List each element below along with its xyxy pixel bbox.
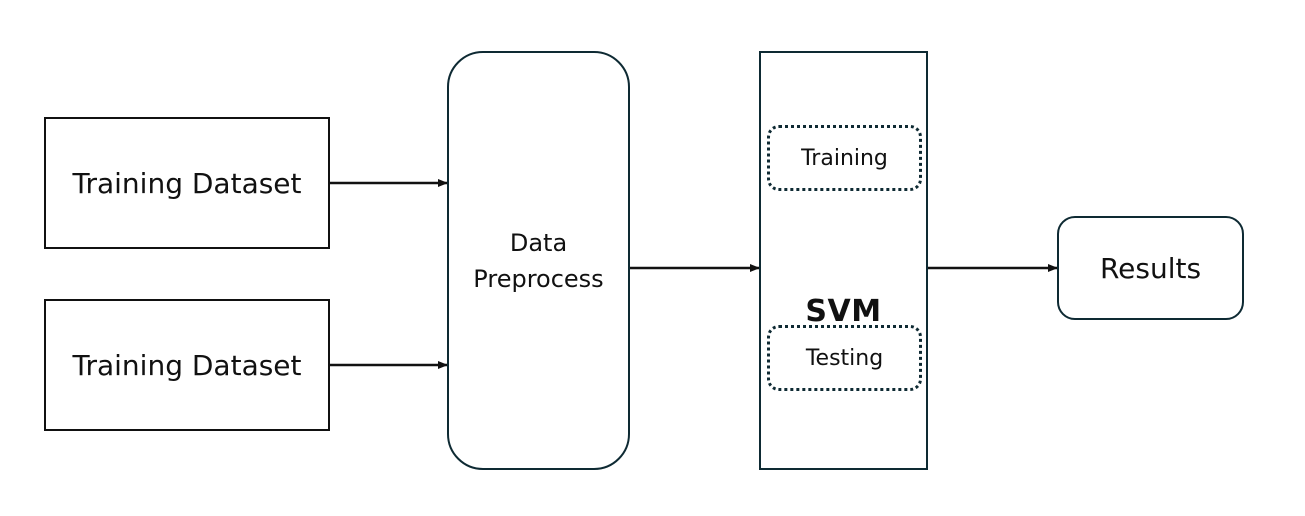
results-label: Results bbox=[1099, 251, 1202, 285]
training-dataset-box-2: Training Dataset bbox=[44, 299, 330, 431]
training-dataset-box-1: Training Dataset bbox=[44, 117, 330, 249]
svm-testing-label: Testing bbox=[805, 345, 884, 371]
results-box: Results bbox=[1057, 216, 1244, 320]
training-dataset-label-2: Training Dataset bbox=[72, 348, 302, 382]
svm-training-box: Training bbox=[767, 125, 922, 191]
data-preprocess-label-line-1: Data bbox=[509, 228, 568, 257]
svm-label: SVM bbox=[805, 294, 882, 329]
data-preprocess-label-line-2: Preprocess bbox=[473, 264, 604, 293]
training-dataset-label-1: Training Dataset bbox=[72, 166, 302, 200]
data-preprocess-box: Data Preprocess bbox=[447, 51, 630, 470]
svm-training-label: Training bbox=[801, 145, 888, 171]
svm-box: Training SVM Testing bbox=[759, 51, 928, 470]
svm-testing-box: Testing bbox=[767, 325, 922, 391]
